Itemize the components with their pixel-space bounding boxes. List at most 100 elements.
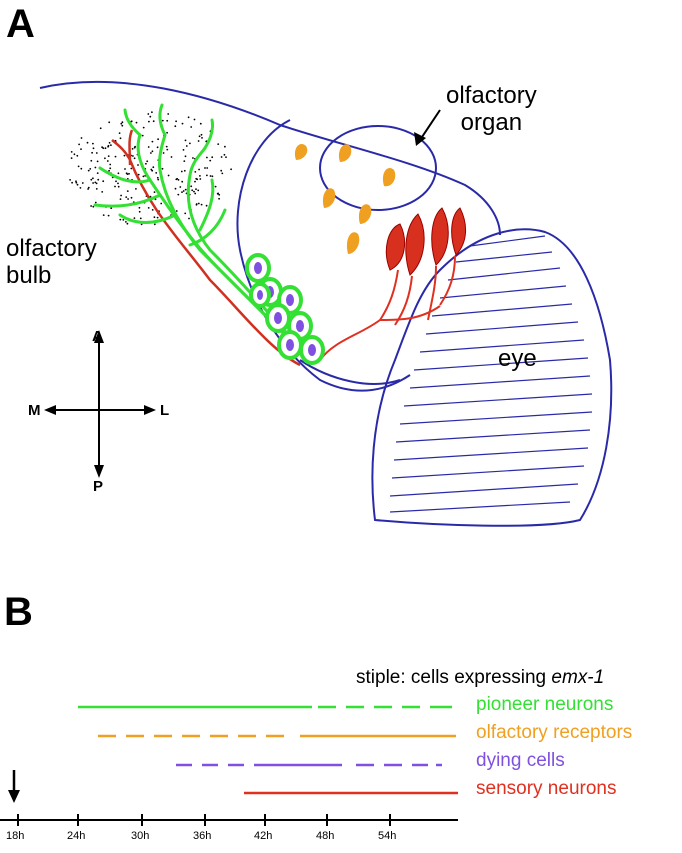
stipple-dot (117, 182, 119, 185)
stipple-dot (76, 183, 79, 186)
stipple-dot (99, 127, 102, 130)
stipple-dot (190, 126, 193, 128)
stipple-dot (206, 167, 209, 169)
stipple-dot (130, 196, 133, 199)
stipple-dot (104, 147, 107, 150)
stipple-dot (225, 156, 227, 159)
stipple-dot (175, 120, 178, 123)
compass-label-lateral: L (160, 402, 170, 419)
timeline-axis (0, 814, 458, 826)
stipple-dot (108, 141, 111, 144)
stipple-dot (107, 145, 109, 148)
stipple-dot (156, 146, 159, 149)
stipple-dot (147, 146, 150, 148)
stipple-dot (198, 135, 201, 138)
stipple-dot (217, 143, 220, 146)
pioneer-neuron-fibers (93, 103, 312, 362)
stipple-dot (69, 179, 71, 181)
stipple-dot (200, 203, 203, 206)
stipple-dot (141, 134, 144, 137)
stipple-dot (75, 180, 77, 183)
stipple-dot (122, 219, 125, 221)
stipple-dot (206, 156, 208, 159)
stipple-dot (167, 174, 170, 177)
stipple-dot (121, 124, 124, 127)
stipple-dot (133, 157, 136, 160)
stipple-dot (95, 188, 98, 190)
stipple-dot (125, 221, 127, 223)
stipple-dot (189, 142, 191, 145)
stipple-dot (102, 214, 105, 217)
stipple-dot (145, 162, 147, 165)
stipple-dot (147, 113, 150, 115)
stipple-dot (181, 122, 184, 125)
olfactory-organ-label: olfactory organ (446, 82, 537, 136)
stipple-caption-gene: emx-1 (551, 667, 605, 688)
stipple-dot (137, 173, 140, 176)
stipple-dot (125, 196, 128, 199)
tick-label-18h: 18h (6, 830, 25, 842)
stipple-dot (80, 148, 82, 151)
stipple-dot (198, 168, 201, 171)
stipple-dot (77, 165, 80, 168)
stipple-dot (220, 156, 223, 158)
stipple-dot (90, 178, 93, 181)
stipple-dot (155, 172, 158, 174)
stipple-dot (153, 216, 156, 219)
stipple-dot (221, 172, 224, 175)
stipple-dot (132, 155, 134, 157)
stipple-dot (184, 139, 187, 142)
stipple-dot (209, 159, 212, 162)
stipple-dot (109, 167, 112, 170)
stipple-dot (86, 141, 89, 144)
stipple-dot (110, 144, 112, 147)
stipple-dot (182, 190, 185, 192)
sensory-axons (319, 255, 456, 361)
stipple-dot (184, 188, 187, 191)
sensory-neurons (385, 207, 466, 276)
stipple-dot (166, 148, 169, 151)
stipple-dot (193, 190, 195, 193)
stipple-dot (142, 126, 145, 129)
stipple-dot (91, 151, 93, 154)
stipple-dot (161, 167, 164, 170)
stipple-dot (92, 147, 95, 150)
stipple-dot (126, 173, 129, 176)
stipple-dot (230, 168, 233, 171)
stipple-dot (181, 191, 183, 194)
legend-pioneer-neurons: pioneer neurons (476, 694, 614, 715)
stipple-dot (126, 190, 129, 193)
stipple-dot (121, 121, 124, 124)
stipple-dot (195, 188, 197, 191)
stipple-dot (187, 116, 190, 119)
compass-label-medial: M (28, 402, 41, 419)
stipple-dot (153, 223, 156, 226)
stipple-dot (118, 132, 121, 135)
stipple-dot (95, 182, 98, 185)
stipple-dot (89, 168, 92, 170)
stipple-dot (157, 178, 160, 181)
stipple-dot (119, 218, 122, 221)
stipple-dot (211, 175, 214, 178)
stipple-dot (135, 188, 137, 190)
stipple-dot (223, 153, 226, 156)
stipple-dot (147, 207, 150, 209)
stipple-dot (218, 193, 221, 196)
stipple-dot (81, 182, 84, 184)
stipple-dot (188, 217, 190, 220)
stipple-caption-prefix: stiple: cells expressing (356, 667, 552, 688)
start-arrow (8, 770, 20, 803)
tick-label-42h: 42h (254, 830, 273, 842)
stipple-dot (120, 194, 122, 197)
stipple-dot (90, 205, 92, 207)
stipple-dot (151, 111, 153, 114)
stipple-dot (138, 206, 141, 209)
stipple-dot (167, 113, 170, 115)
stipple-dot (130, 167, 133, 170)
compass-arrows (48, 340, 150, 470)
stipple-dot (87, 169, 90, 172)
stipple-dot (76, 154, 79, 157)
stipple-dot (119, 198, 122, 201)
stipple-dot (148, 120, 150, 123)
stipple-dot (130, 120, 133, 123)
